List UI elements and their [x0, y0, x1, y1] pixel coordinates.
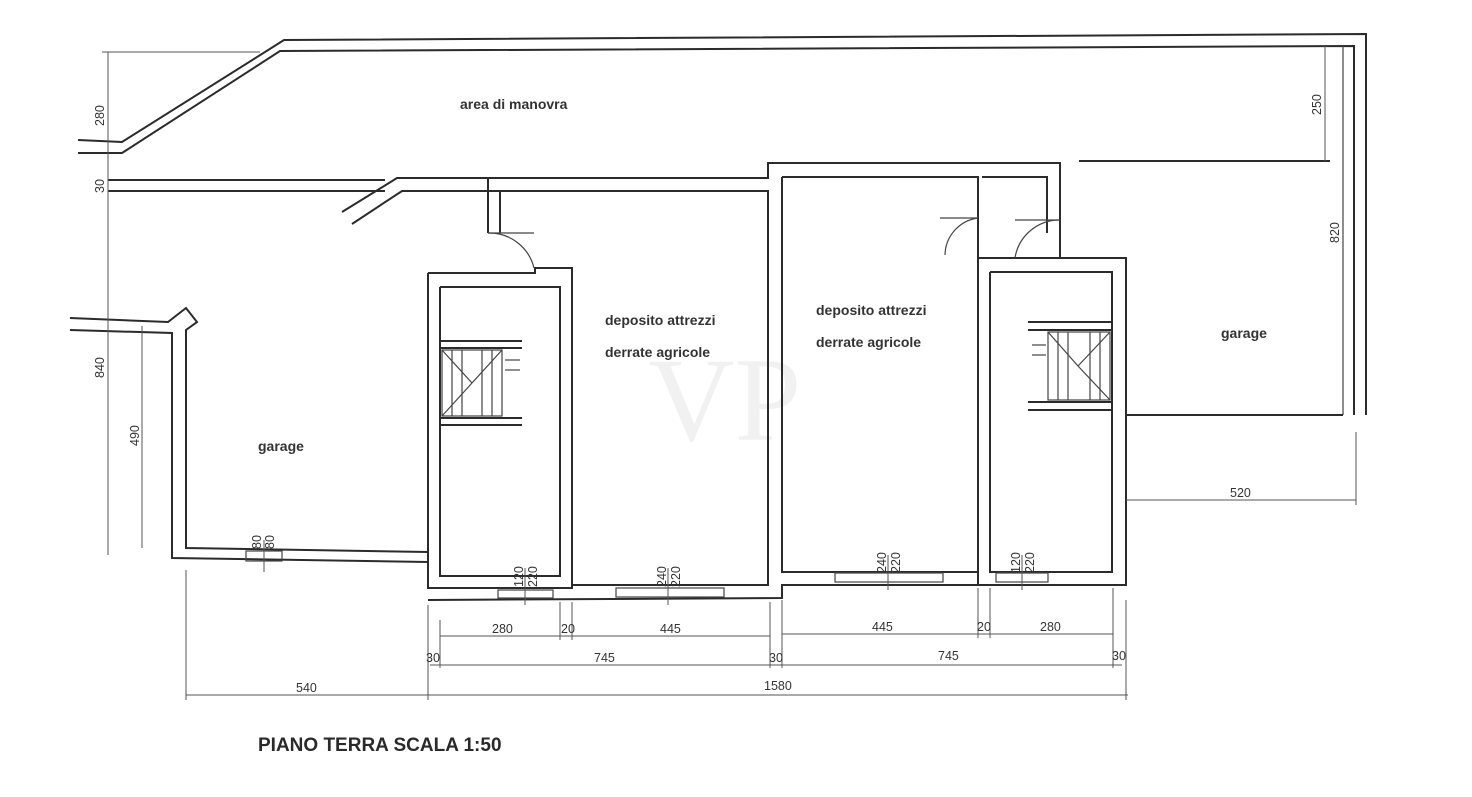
- dim-bottom-20-right: 20: [977, 620, 991, 634]
- dim-bottom-445-right: 445: [872, 620, 893, 634]
- plan-title: PIANO TERRA SCALA 1:50: [258, 735, 502, 756]
- dim-bottom-20-left: 20: [561, 622, 575, 636]
- dim-bottom-540: 540: [296, 681, 317, 695]
- stair-left: [441, 349, 520, 417]
- dim-left-490: 490: [128, 425, 142, 446]
- central-block-walls: [427, 162, 1343, 601]
- room-label-garage-left: garage: [258, 438, 304, 454]
- left-garage-walls: [69, 177, 501, 563]
- stair-right: [1032, 331, 1111, 401]
- room-label-garage-right: garage: [1221, 325, 1267, 341]
- dim-bottom-1580: 1580: [764, 679, 792, 693]
- dim-window1-height: 220: [526, 566, 540, 587]
- dim-window3-width: 240: [875, 552, 889, 573]
- dim-right-520: 520: [1230, 486, 1251, 500]
- dim-right-250: 250: [1310, 94, 1324, 115]
- room-label-storage-left-1: deposito attrezzi: [605, 312, 715, 328]
- dim-bottom-280-right: 280: [1040, 620, 1061, 634]
- dim-bottom-280-left: 280: [492, 622, 513, 636]
- watermark: VP: [648, 333, 801, 466]
- room-label-storage-left-2: derrate agricole: [605, 344, 710, 360]
- dim-window-80a: 80: [250, 535, 264, 549]
- dimension-lines: [102, 46, 1357, 700]
- room-label-maneuver-area: area di manovra: [460, 96, 568, 112]
- dim-bottom-745-left: 745: [594, 651, 615, 665]
- dim-bottom-745-right: 745: [938, 649, 959, 663]
- windows: [245, 550, 1049, 599]
- dim-bottom-30-b: 30: [769, 651, 783, 665]
- dim-window4-width: 120: [1009, 552, 1023, 573]
- dim-window3-height: 220: [889, 552, 903, 573]
- dim-right-820: 820: [1328, 222, 1342, 243]
- room-label-storage-right-2: derrate agricole: [816, 334, 921, 350]
- dim-left-30: 30: [93, 179, 107, 193]
- dim-window4-height: 220: [1023, 552, 1037, 573]
- dim-window-80b: 80: [263, 535, 277, 549]
- dim-window2-width: 240: [655, 566, 669, 587]
- dim-bottom-445-left: 445: [660, 622, 681, 636]
- room-label-storage-right-1: deposito attrezzi: [816, 302, 926, 318]
- dim-bottom-30-a: 30: [426, 651, 440, 665]
- dim-left-840: 840: [93, 357, 107, 378]
- door-swings: [487, 217, 1061, 269]
- dim-left-280: 280: [93, 105, 107, 126]
- dim-window2-height: 220: [669, 566, 683, 587]
- maneuver-area-boundary: [77, 32, 1367, 415]
- dim-bottom-30-c: 30: [1112, 649, 1126, 663]
- dim-window1-width: 120: [512, 566, 526, 587]
